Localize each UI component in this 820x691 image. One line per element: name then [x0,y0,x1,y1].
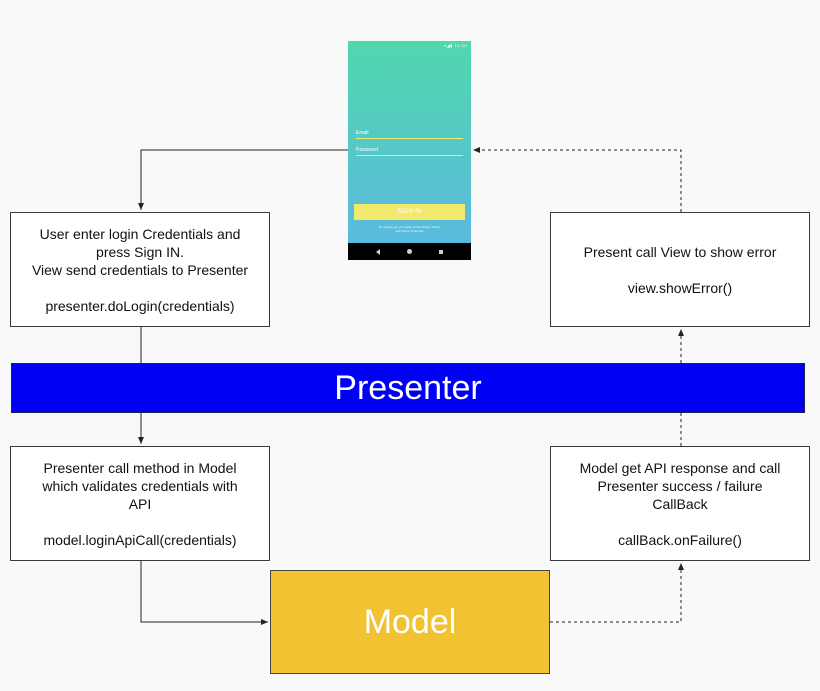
model-call-step-box: Presenter call method in Model which val… [10,446,270,561]
password-field-label: Password [356,147,378,153]
arrow-view-to-login-box [138,149,348,210]
terms-text: By signing up, you agree to the Privacy … [356,225,463,233]
model-call-step-code: model.loginApiCall(credentials) [43,531,237,548]
api-response-step-code: callBack.onFailure() [618,531,742,548]
model-call-step-line-3: API [128,495,152,512]
back-icon[interactable] [375,248,380,255]
api-response-step-line-2: Presenter success / failure [597,477,763,494]
model-call-step-line-2: which validates credentials with [42,477,238,494]
show-error-step-code: view.showError() [627,279,733,296]
arrow-error-to-view [473,147,682,212]
arrow-model-call-to-model [140,561,268,625]
phone-login-screen: ▾◢▮ 12:30 Email Password SIGN IN By sign… [348,41,471,260]
login-step-line-3: View send credentials to Presenter [31,261,249,278]
email-field-label: Email [356,130,369,136]
login-step-code: presenter.doLogin(credentials) [45,297,235,314]
api-response-step-line-1: Model get API response and call [579,459,781,476]
terms-line-2: and Terms of Service [395,229,424,233]
api-response-step-box: Model get API response and call Presente… [550,446,810,561]
terms-line-1: By signing up, you agree to the Privacy … [379,225,440,229]
phone-status-bar: ▾◢▮ 12:30 [444,43,467,48]
arrow-model-to-response [550,563,684,623]
model-call-step-line-1: Presenter call method in Model [43,459,237,476]
home-icon[interactable] [406,249,412,254]
phone-nav-bar [348,243,471,260]
login-step-box: User enter login Credentials and press S… [10,212,270,327]
api-response-step-line-3: CallBack [652,495,708,512]
phone-status-time: 12:30 [454,43,467,48]
password-field[interactable]: Password [356,147,463,156]
recent-apps-icon[interactable] [439,249,444,254]
login-step-line-1: User enter login Credentials and [39,225,241,242]
show-error-step-line-1: Present call View to show error [583,243,777,260]
login-step-line-2: press Sign IN. [96,243,184,260]
battery-icon: ▾◢▮ [444,43,453,48]
show-error-step-box: Present call View to show error view.sho… [550,212,810,327]
sign-in-button[interactable]: SIGN IN [354,204,465,220]
email-field[interactable]: Email [356,130,463,139]
model-layer: Model [270,570,550,674]
presenter-layer: Presenter [11,363,805,413]
